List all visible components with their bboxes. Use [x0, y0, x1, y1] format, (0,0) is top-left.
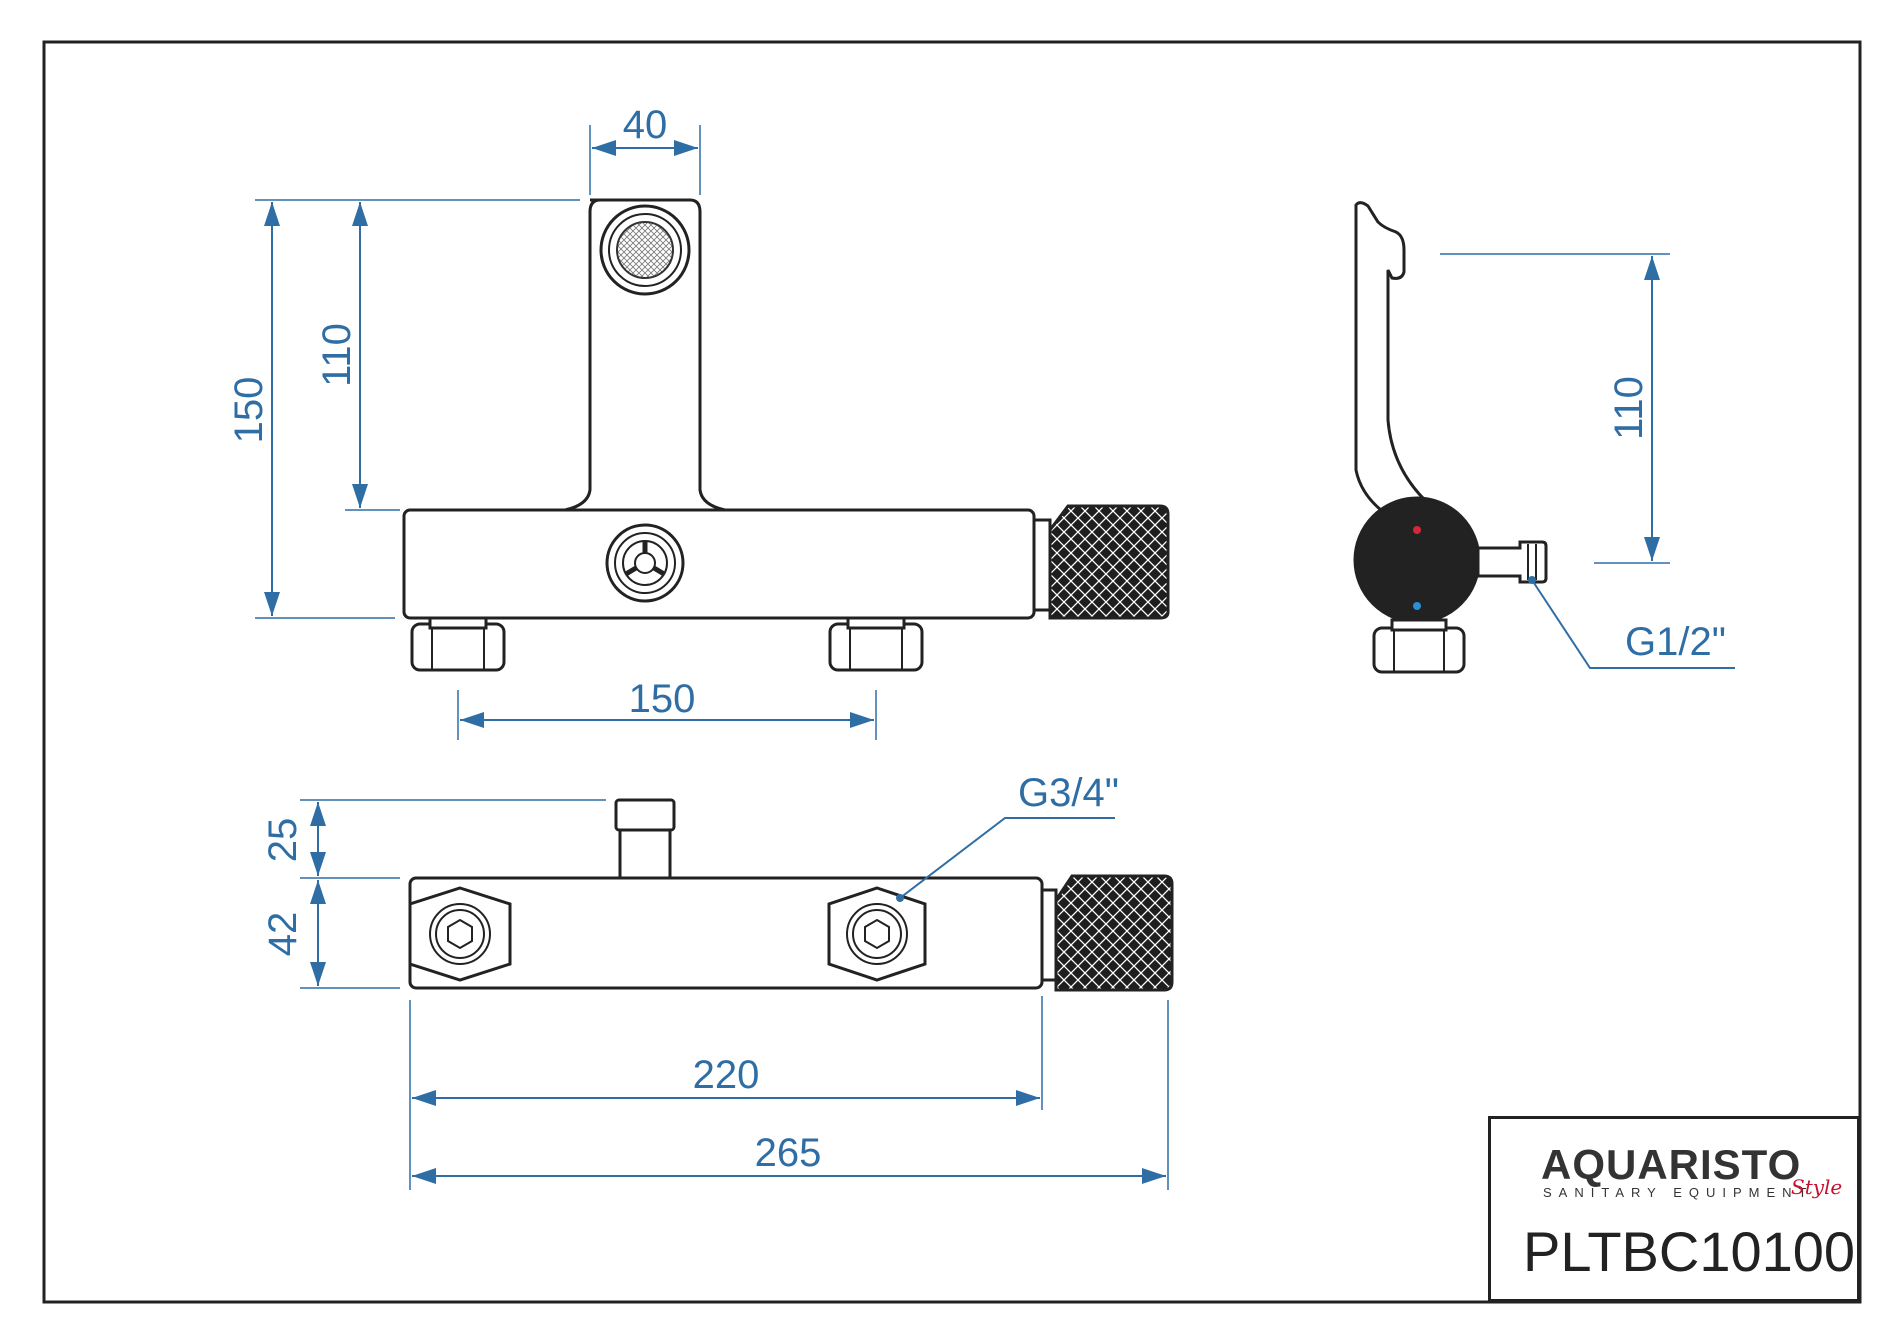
cold-indicator [1413, 602, 1421, 610]
dim-spout-height: 110 [315, 323, 359, 387]
dim-total-length: 265 [755, 1131, 822, 1175]
dim-side-height: 110 [1607, 376, 1651, 440]
brand-subtitle: SANITARY EQUIPMENT [1543, 1185, 1814, 1200]
top-knob-neck [1040, 888, 1058, 982]
dim-inlet-spacing: 150 [629, 677, 696, 721]
top-hex-inlet-right [827, 886, 927, 982]
hot-indicator [1413, 526, 1421, 534]
inlet-thread-label: G3/4" [1018, 771, 1119, 815]
side-spout [1354, 201, 1433, 522]
side-inlet-nut [1372, 618, 1466, 674]
front-inlet-nut-left [410, 616, 506, 672]
top-view: 25 42 G3/4" 220 265 [261, 771, 1174, 1190]
product-code: PLTBC10100 [1523, 1220, 1856, 1283]
front-knurled-handle [1048, 504, 1170, 620]
dim-nipple-height: 25 [261, 818, 305, 863]
top-knurled-handle [1054, 874, 1174, 992]
front-body [402, 508, 1036, 620]
outlet-thread-label: G1/2" [1625, 620, 1726, 664]
front-outlet-mesh [616, 221, 674, 279]
drawing-frame [42, 40, 1862, 1304]
brand-script: Style [1791, 1175, 1843, 1199]
front-spout [564, 198, 726, 512]
title-block: AQUARISTO SANITARY EQUIPMENT Style PLTBC… [1488, 1116, 1860, 1302]
dim-body-depth: 42 [261, 912, 305, 957]
dim-body-length: 220 [693, 1053, 760, 1097]
front-knob-neck [1032, 518, 1052, 612]
front-view: 40 150 110 150 [227, 103, 1170, 740]
front-inlet-nut-right [828, 616, 924, 672]
dim-spout-width: 40 [623, 103, 668, 147]
top-hex-inlet-left [408, 886, 512, 982]
front-diverter [605, 523, 685, 603]
side-view: 110 G1/2" [1353, 201, 1735, 674]
dim-total-height: 150 [227, 377, 271, 444]
brand-logo-text: AQUARISTO [1541, 1141, 1802, 1188]
